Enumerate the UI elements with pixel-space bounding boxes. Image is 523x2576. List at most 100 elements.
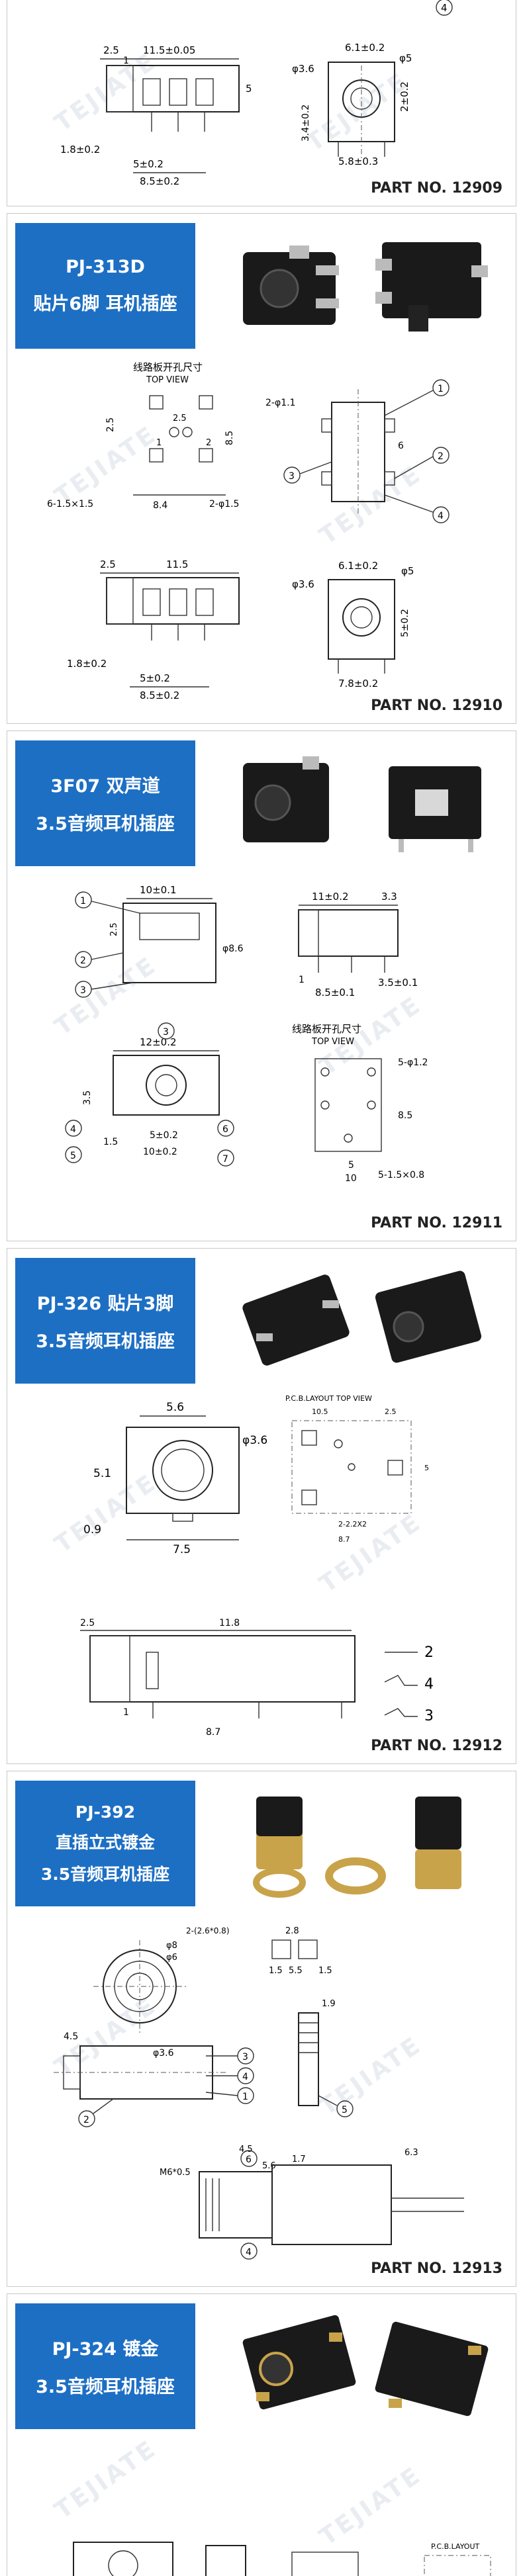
dim-label: φ3.6 <box>153 2048 174 2059</box>
callout-number: 3 <box>80 985 86 996</box>
dim-label: φ8 <box>166 1941 177 1951</box>
dim-label: 8.5±0.2 <box>140 689 179 701</box>
dim-label: 11±0.2 <box>312 891 349 903</box>
dim-label: 5.6 <box>166 1401 184 1414</box>
dim-label: φ3.6 <box>292 63 314 75</box>
dim-label: 2-(2.6*0.8) <box>186 1926 230 1935</box>
product-card-pj324: PJ-324 镀金 3.5音频耳机插座 TEJIATE TEJIATE P.C.… <box>7 2293 516 2576</box>
dim-label: 2-φ1.1 <box>265 398 295 408</box>
layout-label: 线路板开孔尺寸 <box>133 361 203 373</box>
dim-label: 2-2.2X2 <box>338 1520 367 1529</box>
dim-label: 1 <box>299 975 305 985</box>
dim-label: 5 <box>348 1160 354 1171</box>
technical-drawing: P.C.B.LAYOUT <box>73 2542 491 2576</box>
dim-label: 2.5 <box>109 922 119 936</box>
product-photo <box>242 1270 482 1366</box>
dim-label: 1.8±0.2 <box>60 144 100 155</box>
product-title-box: PJ-392 直插立式镀金 3.5音频耳机插座 <box>15 1781 195 1906</box>
dim-label: 11.8 <box>219 1618 240 1628</box>
product-title-box: PJ-326 贴片3脚 3.5音频耳机插座 <box>15 1258 195 1384</box>
dim-label: 11.5±0.05 <box>143 44 195 56</box>
callout-number: 2 <box>80 955 86 966</box>
dim-label: 6.1±0.2 <box>338 560 378 572</box>
product-title-box: PJ-324 镀金 3.5音频耳机插座 <box>15 2303 195 2429</box>
product-description: 3.5音频耳机插座 <box>36 1331 175 1352</box>
dim-label: 3.5 <box>82 1090 93 1105</box>
dim-label: 7.8±0.2 <box>338 678 378 689</box>
top-view-label: TOP VIEW <box>146 375 189 385</box>
product-description: 直插立式镀金 <box>55 1832 155 1852</box>
dim-label: φ8.6 <box>222 944 244 954</box>
dim-label: 5-φ1.2 <box>398 1057 428 1068</box>
layout-label: P.C.B.LAYOUT TOP VIEW <box>285 1394 372 1403</box>
dim-label: 5.8±0.3 <box>338 155 378 167</box>
pin-number: 2 <box>424 1644 434 1661</box>
part-number: PART NO. 12912 <box>371 1738 502 1754</box>
dim-label: 2.8 <box>285 1926 299 1936</box>
technical-drawing: 2-(2.6*0.8) φ8 φ6 2.8 1.5 5.5 1.5 4.5 φ3… <box>54 1926 464 2260</box>
product-title-box: 3F07 双声道 3.5音频耳机插座 <box>15 740 195 866</box>
callout-number: 3 <box>289 471 295 482</box>
product-title-box: PJ-313D 贴片6脚 耳机插座 <box>15 223 195 349</box>
dim-label: 1.8±0.2 <box>67 658 107 670</box>
callout-number: 4 <box>246 2247 252 2258</box>
pin-number: 3 <box>424 1708 434 1724</box>
technical-drawing: 10±0.1 2.5 φ8.6 1 2 3 11±0.2 3.3 1 <box>65 884 428 1184</box>
dim-label: 2.5 <box>80 1618 95 1628</box>
dim-label: 3.4±0.2 <box>301 105 311 142</box>
dim-label: 8.7 <box>206 1727 220 1738</box>
product-model: PJ-392 <box>75 1802 136 1822</box>
dim-label: 2-φ1.5 <box>209 499 239 510</box>
callout-number: 2 <box>438 451 444 462</box>
product-photo <box>242 2315 489 2417</box>
part-number: PART NO. 12910 <box>371 697 502 714</box>
dim-label: 1.9 <box>322 1999 336 2009</box>
dim-label: 5 <box>246 83 252 95</box>
watermark: TEJIATE <box>50 2434 162 2525</box>
product-description: 贴片6脚 耳机插座 <box>33 294 177 314</box>
dim-label: 8.7 <box>338 1535 350 1544</box>
dim-label: 0.9 <box>83 1523 101 1536</box>
layout-label: 线路板开孔尺寸 <box>292 1023 361 1035</box>
product-card-12911: 3F07 双声道 3.5音频耳机插座 TEJIATE TEJIATE 10±0.… <box>7 731 516 1241</box>
dim-label: 8.5±0.1 <box>315 987 355 999</box>
dim-label: 3.5±0.1 <box>378 977 418 989</box>
dim-label: 10±0.2 <box>143 1147 177 1157</box>
dim-label: 5±0.2 <box>133 158 164 170</box>
dim-label: 5±0.2 <box>150 1130 178 1141</box>
callout-number: 5 <box>342 2105 348 2115</box>
dim-label: 5±0.2 <box>400 609 410 637</box>
dim-label: 12±0.2 <box>140 1036 177 1048</box>
part-number: PART NO. 12909 <box>371 180 502 197</box>
dim-label: 11.5 <box>166 558 188 570</box>
part-number: PART NO. 12911 <box>371 1215 502 1231</box>
dim-label: 10.5 <box>312 1407 328 1416</box>
dim-label: 1.5 <box>269 1966 283 1976</box>
callout-number: 1 <box>242 2092 248 2102</box>
dim-label: 6-1.5×1.5 <box>47 499 93 510</box>
dim-label: M6*0.5 <box>160 2168 191 2178</box>
technical-drawing: 线路板开孔尺寸 TOP VIEW 2.5 1 2 2.5 8.5 6-1.5×1… <box>47 361 450 701</box>
dim-label: 1.7 <box>292 2154 306 2164</box>
product-photo <box>243 242 488 332</box>
product-card-12909: TEJIATE TEJIATE 2.5 11.5±0.05 1 5 1.8±0.… <box>7 0 516 206</box>
pad-number: 2.5 <box>173 414 187 423</box>
dim-label: 4.5 <box>64 2031 78 2042</box>
dim-label: 6.1±0.2 <box>345 42 385 54</box>
dim-label: 5 <box>424 1464 429 1472</box>
dim-label: 6.3 <box>404 2148 418 2158</box>
dim-label: 1 <box>123 56 129 66</box>
dim-label: φ6 <box>166 1953 177 1963</box>
dim-label: 5-1.5×0.8 <box>378 1170 424 1180</box>
dim-label: 5.1 <box>93 1467 111 1480</box>
callout-number: 4 <box>438 511 444 521</box>
dim-label: φ3.6 <box>242 1434 267 1447</box>
product-card-12910: PJ-313D 贴片6脚 耳机插座 TEJIATE TEJIATE 线路板开孔尺… <box>7 213 516 724</box>
callout-number: 6 <box>246 2154 252 2165</box>
dim-label: 8.4 <box>153 500 167 511</box>
dim-label: 8.5±0.2 <box>140 175 179 185</box>
callout-number: 4 <box>242 2072 248 2082</box>
dim-label: 2.5 <box>105 418 116 432</box>
callout-number: 4 <box>441 2 448 14</box>
